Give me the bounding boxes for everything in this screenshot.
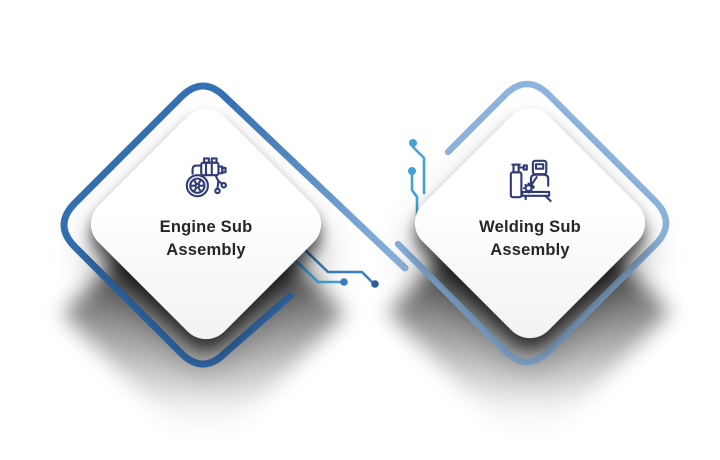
welding-circuit-node-lower [408,167,416,175]
welding-icon [505,156,555,203]
engine-card-label-line2: Assembly [166,241,246,259]
engine-outline-extension-line [221,93,409,272]
engine-circuit-trace-lower [292,257,343,284]
engine-icon [181,156,231,202]
engine-outline-diamond [60,82,294,368]
welding-card-label-line2: Assembly [490,241,570,259]
engine-circuit-node-upper [371,280,379,288]
engine-card-label-line1: Engine Sub [159,218,253,236]
welding-circuit-node-upper [409,139,417,147]
engine-circuit-node-lower [340,278,348,286]
engine-card-content: Engine Sub Assembly [116,156,296,262]
welding-card-label-line1: Welding Sub [479,218,581,236]
welding-circuit-trace-upper [411,145,426,195]
welding-circuit-trace-lower [410,173,419,218]
engine-circuit-trace-upper [300,245,374,284]
welding-outline-diamond [394,80,670,366]
welding-card-content: Welding Sub Assembly [440,156,620,262]
